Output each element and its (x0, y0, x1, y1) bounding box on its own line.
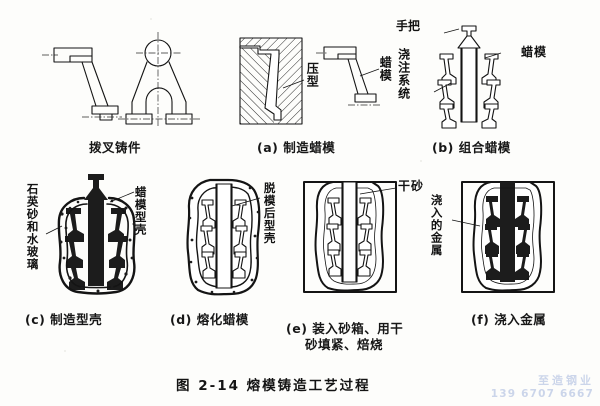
caption-panel-f: (f) 浇入金属 (471, 312, 547, 327)
panel-c-quartz-sand-label: 石英砂和水玻璃 (25, 183, 40, 271)
fork-side-view (42, 47, 122, 121)
panel-a-wax-pattern-making (238, 36, 388, 131)
caption-panel-b: (b) 组合蜡模 (432, 140, 511, 155)
panel-c-shell-making (45, 174, 148, 296)
figure-title: 图 2-14 熔模铸造工艺过程 (176, 378, 371, 394)
panel-d-shell-after-dewax-label: 脱模后型壳 (262, 182, 277, 245)
scan-speck (540, 50, 542, 52)
scan-speck (150, 18, 152, 20)
caption-panel-a: (a) 制造蜡模 (257, 140, 336, 155)
caption-panel-c: (c) 制造型壳 (25, 312, 103, 327)
caption-panel-e-line2: 砂填紧、焙烧 (305, 337, 384, 352)
scan-speck (420, 160, 422, 162)
caption-panel-e-line1: (e) 装入砂箱、用干 (286, 321, 404, 336)
panel-fork-casting (40, 28, 215, 138)
panel-b-handle-label: 手把 (396, 19, 421, 33)
panel-f-poured-metal-label: 浇入的金属 (429, 194, 444, 257)
panel-f-poured-metal (451, 178, 558, 296)
panel-e-dry-sand-label: 干砂 (398, 179, 425, 193)
caption-fork-casting: 拨叉铸件 (89, 140, 142, 155)
panel-e-flask-dry-sand (300, 178, 400, 296)
free-wax-pattern (316, 46, 380, 106)
fork-front-view (118, 32, 200, 126)
caption-panel-d: (d) 熔化蜡模 (170, 312, 249, 327)
wax-pattern-die-section-drawing (239, 37, 380, 125)
dewaxed-shell-drawing (186, 178, 261, 296)
wax-pattern-assembly-tree-drawing (433, 25, 502, 129)
scan-speck (64, 350, 66, 352)
flask-packed-with-dry-sand-drawing (303, 181, 397, 293)
watermark-brand: 至造钢业 (538, 374, 594, 387)
poured-metal-in-flask-drawing (451, 181, 555, 293)
panel-d-dewaxed-shell (180, 178, 275, 296)
fork-casting-two-views-drawing (42, 32, 200, 126)
watermark: 至造钢业 139 6707 6667 (491, 372, 594, 400)
panel-b-gating-system-label: 浇注系统 (396, 48, 411, 100)
panel-b-wax-pattern-label: 蜡模 (521, 45, 548, 59)
watermark-phone: 139 6707 6667 (490, 388, 594, 400)
panel-c-wax-shell-label: 蜡模型壳 (133, 186, 148, 236)
shell-building-tree-drawing (45, 174, 136, 295)
panel-a-die-label: 压型 (305, 62, 320, 88)
panel-b-wax-assembly (418, 22, 548, 134)
panel-a-wax-pattern-label: 蜡模 (378, 56, 393, 82)
